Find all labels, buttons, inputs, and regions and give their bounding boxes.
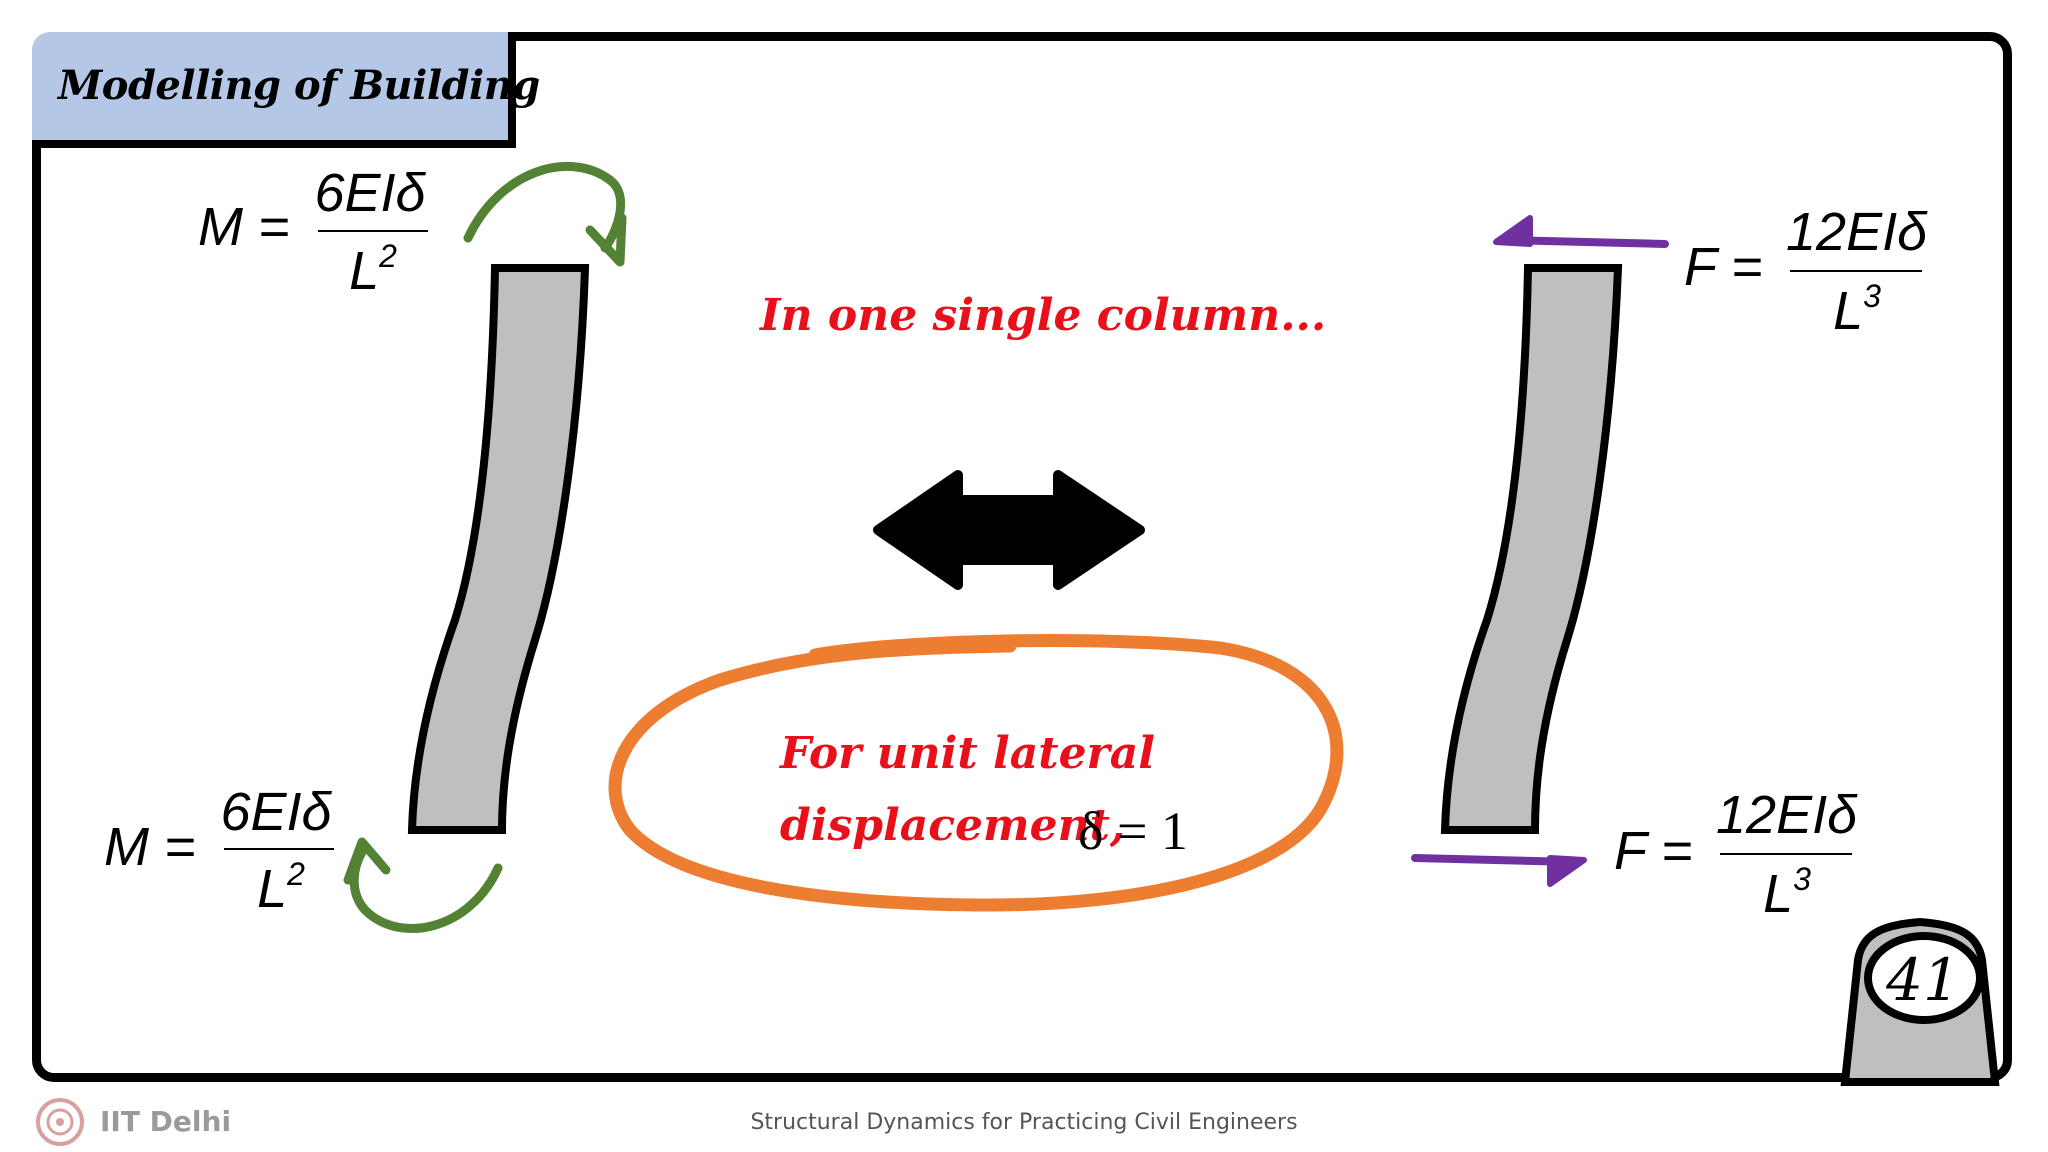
course-title: Structural Dynamics for Practicing Civil…	[750, 1110, 1298, 1135]
fraction-bar	[318, 230, 428, 232]
condition-line-2: displacement,	[780, 800, 1126, 851]
equation-denominator: L2	[349, 238, 397, 301]
unit-displacement-equation: δ = 1	[1078, 801, 1188, 861]
slide-title: Modelling of Building	[58, 62, 540, 109]
page-number: 41	[1886, 946, 1960, 1014]
single-column-headline: In one single column...	[760, 290, 1327, 341]
highlight-ellipse	[608, 634, 1344, 912]
right-column	[1440, 264, 1623, 834]
equation-numerator: 6EIδ	[220, 782, 332, 842]
title-box	[32, 32, 516, 148]
equation-denominator: L2	[257, 856, 305, 919]
double-arrow-icon	[873, 470, 1145, 590]
equation-numerator: 6EIδ	[314, 163, 426, 223]
equation-numerator: 12EIδ	[1716, 785, 1858, 845]
equation-lhs: F =	[1684, 237, 1763, 297]
page-number-badge	[1840, 917, 2000, 1086]
fraction-bar	[1790, 270, 1922, 272]
equation-denominator: L3	[1763, 861, 1811, 924]
iit-delhi-logo-icon	[36, 1098, 84, 1146]
equation-lhs: F =	[1614, 821, 1693, 881]
equation-lhs: M =	[104, 817, 196, 877]
equation-numerator: 12EIδ	[1786, 202, 1928, 262]
left-column	[407, 264, 590, 834]
force-arrow-icon-top	[1493, 215, 1669, 248]
fraction-bar	[1720, 853, 1852, 855]
force-arrow-icon-bottom	[1411, 854, 1587, 887]
institution-name: IIT Delhi	[100, 1105, 232, 1138]
equation-lhs: M =	[198, 197, 290, 257]
curved-moment-arrow-icon-bottom	[343, 837, 503, 933]
equation-denominator: L3	[1833, 278, 1881, 341]
curved-moment-arrow-icon-top	[463, 162, 627, 267]
fraction-bar	[224, 848, 334, 850]
condition-line-1: For unit lateral	[780, 728, 1155, 779]
